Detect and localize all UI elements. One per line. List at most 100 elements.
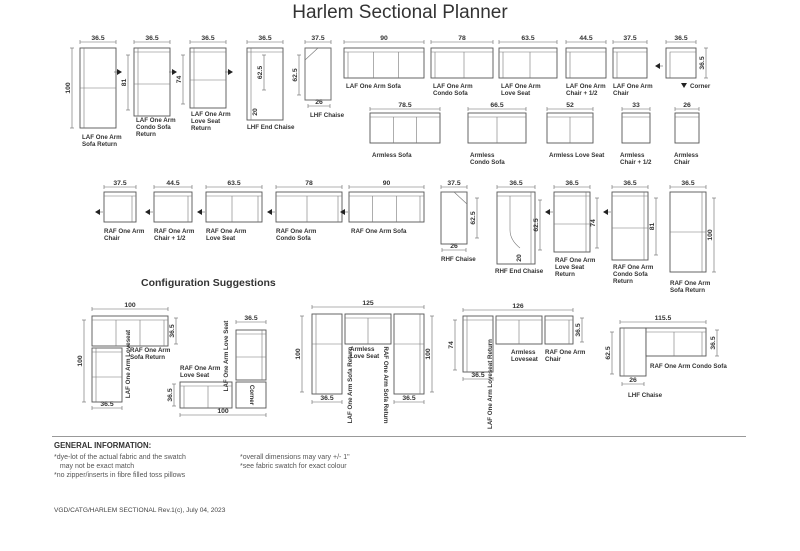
laf-condo-return-vdim-text: 81 xyxy=(121,79,128,87)
raf-sofa-dim-text: 90 xyxy=(383,180,391,187)
lhf-chaise-detail xyxy=(304,47,332,101)
c3-mid-label-1: Love Seat xyxy=(350,353,379,360)
raf-love-return-label-1: Love Seat xyxy=(555,264,584,271)
laf-sofa-outline xyxy=(343,47,425,79)
c4-right-vdim-text: 36.5 xyxy=(575,323,582,336)
rhf-chaise-vdim-text: 62.5 xyxy=(470,211,477,224)
corner-dim-text: 36.5 xyxy=(674,35,687,42)
laf-condo-sofa-dim-text: 78 xyxy=(458,35,466,42)
raf-chair-dim-text: 37.5 xyxy=(113,180,126,187)
raf-return-dim-text: 36.5 xyxy=(681,180,694,187)
lhf-chaise-bottom-dim-text: 26 xyxy=(315,99,323,106)
raf-love-return-vdim-text: 74 xyxy=(590,219,597,227)
raf-chair-half-dim-text: 44.5 xyxy=(166,180,179,187)
raf-love-seat-dim-text: 63.5 xyxy=(227,180,240,187)
raf-love-return-dim-text: 36.5 xyxy=(565,180,578,187)
laf-chair-arrow xyxy=(655,63,660,69)
laf-love-return-vdim-text: 74 xyxy=(176,76,183,84)
laf-condo-return-outline xyxy=(133,47,171,117)
laf-return-label-0: LAF One Arm xyxy=(82,134,122,141)
raf-condo-sofa-outline xyxy=(275,191,343,223)
c4-right-label-0: RAF One Arm xyxy=(545,349,586,356)
c4-right-label-1: Chair xyxy=(545,356,561,363)
c1-vdim-text: 36.5 xyxy=(169,324,176,337)
corner-outline xyxy=(665,47,697,79)
laf-sofa-label-0: LAF One Arm Sofa xyxy=(346,83,401,90)
general-info-col1: *dye-lot of the actual fabric and the sw… xyxy=(54,454,186,479)
laf-love-seat-label-0: LAF One Arm xyxy=(501,83,541,90)
raf-chair-half-arrow xyxy=(145,209,150,215)
configuration-heading: Configuration Suggestions xyxy=(141,277,276,289)
lhf-end-chaise-side2: 20 xyxy=(252,108,259,116)
rhf-end-chaise-vdim-text: 62.5 xyxy=(533,218,540,231)
raf-chair-label-1: Chair xyxy=(104,235,120,242)
corner-arrow xyxy=(681,83,687,88)
c3-top-dim-text: 125 xyxy=(362,300,374,307)
corner-detail xyxy=(669,51,696,78)
c3-left-vdim-text: 100 xyxy=(295,348,302,360)
corner-vdim-text: 36.5 xyxy=(699,56,706,69)
raf-love-seat-arrow xyxy=(197,209,202,215)
laf-love-return-outline xyxy=(189,47,227,109)
c5-main-label: RAF One Arm Condo Sofa xyxy=(650,363,727,370)
c5-left-vdim-text: 62.5 xyxy=(605,346,612,359)
laf-return-label-1: Sofa Return xyxy=(82,141,117,148)
raf-return-label-1: Sofa Return xyxy=(670,287,705,294)
raf-sofa-label-0: RAF One Arm Sofa xyxy=(351,228,407,235)
c3-right-vdim-text: 100 xyxy=(425,348,432,360)
armless-chair-half-label-0: Armless xyxy=(620,152,645,159)
c1-top-label-1: Sofa Return xyxy=(130,354,165,361)
rhf-end-chaise-dim-text: 36.5 xyxy=(509,180,522,187)
laf-love-return-dim-text: 36.5 xyxy=(201,35,214,42)
raf-sofa-outline xyxy=(348,191,425,223)
armless-condo-dim-text: 66.5 xyxy=(490,102,503,109)
laf-condo-sofa-outline xyxy=(430,47,494,79)
c3-right-label: RAF One Arm Sofa Return xyxy=(382,346,389,423)
raf-love-return-outline xyxy=(553,191,591,253)
laf-chair-label-1: Chair xyxy=(613,90,629,97)
c3-right xyxy=(393,313,425,395)
lhf-end-chaise-outline xyxy=(246,47,284,121)
rhf-end-chaise-outline xyxy=(496,191,536,265)
c1-top-label-0: RAF One Arm xyxy=(130,347,171,354)
page-title: Harlem Sectional Planner xyxy=(292,2,508,23)
raf-love-return-label-0: RAF One Arm xyxy=(555,257,596,264)
armless-chair-outline xyxy=(674,112,700,144)
c1-left-outline xyxy=(91,347,123,403)
laf-return-arrow xyxy=(117,69,122,75)
raf-condo-return-dim-text: 36.5 xyxy=(623,180,636,187)
corner-label: Corner xyxy=(690,83,711,90)
laf-condo-return-label-2: Return xyxy=(136,131,156,138)
lhf-end-chaise-vdim-text: 62.5 xyxy=(257,66,264,79)
revision-footer: VGD/CATG/HARLEM SECTIONAL Rev.1(c), July… xyxy=(54,507,226,514)
armless-chair-half-label-1: Chair + 1/2 xyxy=(620,159,652,166)
laf-love-return-label-1: Love Seat xyxy=(191,118,220,125)
rhf-chaise-label-0: RHF Chaise xyxy=(441,256,476,263)
laf-condo-sofa-label-0: LAF One Arm xyxy=(433,83,473,90)
c1-left-label: LAF One Arm Loveseat xyxy=(125,330,132,398)
rhf-end-chaise-side2: 20 xyxy=(516,254,523,262)
c2-corner-label: Corner xyxy=(248,385,255,406)
c1-top-outline xyxy=(91,315,169,347)
general-info-col2: *overall dimensions may vary +/- 1" *see… xyxy=(240,454,350,470)
divider xyxy=(52,436,746,437)
raf-condo-sofa-arrow xyxy=(267,209,272,215)
laf-chair-half-label-0: LAF One Arm xyxy=(566,83,606,90)
c2-top-dim-text: 36.5 xyxy=(244,315,257,322)
raf-love-seat-label-0: RAF One Arm xyxy=(206,228,247,235)
raf-love-seat-outline xyxy=(205,191,263,223)
raf-condo-return-label-1: Condo Sofa xyxy=(613,271,648,278)
lhf-end-chaise-label-0: LHF End Chaise xyxy=(247,124,295,131)
raf-return-vdim-text: 100 xyxy=(707,229,714,241)
c1-top-dim-text: 100 xyxy=(124,302,136,309)
laf-love-return-label-0: LAF One Arm xyxy=(191,111,231,118)
laf-return-vdim-text: 100 xyxy=(65,82,72,94)
c5-top-dim-text: 115.5 xyxy=(655,315,672,322)
laf-sofa-dim-text: 90 xyxy=(380,35,388,42)
lhf-end-chaise-dim-text: 36.5 xyxy=(258,35,271,42)
laf-love-seat-label-1: Love Seat xyxy=(501,90,530,97)
c4-top-dim-text: 126 xyxy=(512,303,524,310)
raf-chair-half-outline xyxy=(153,191,193,223)
laf-chair-outline xyxy=(612,47,648,79)
